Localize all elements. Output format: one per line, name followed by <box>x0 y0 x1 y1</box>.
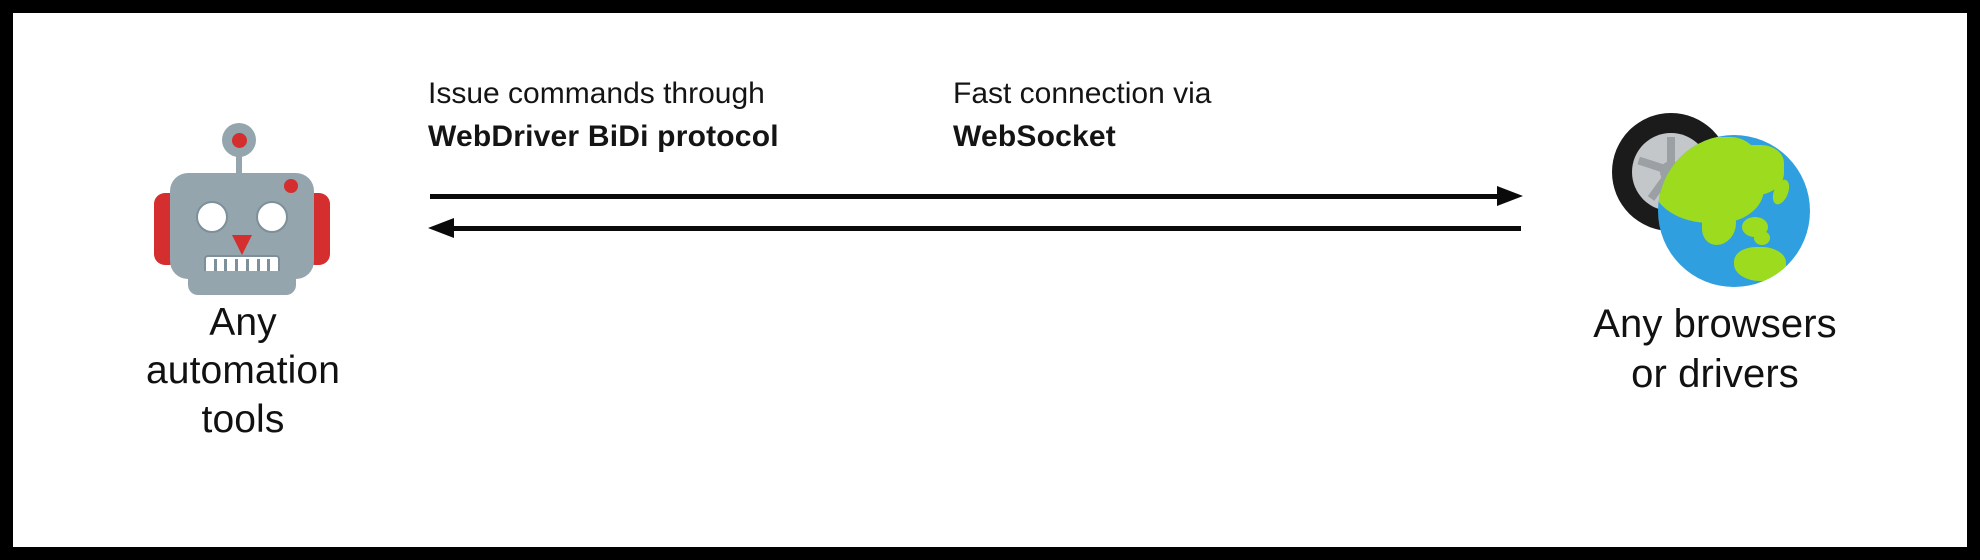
browser-globe-icon <box>1610 109 1820 287</box>
globe-landmass-asia-east <box>1720 145 1784 195</box>
arrow-left-to-right-icon <box>428 183 1523 209</box>
connector-connection-line-2: WebSocket <box>953 119 1116 153</box>
globe-sphere-icon <box>1658 135 1810 287</box>
robot-eye-right-icon <box>256 201 288 233</box>
right-node-label: Any browsers or drivers <box>1593 299 1837 400</box>
left-node-automation-tools: Any automation tools <box>73 123 413 444</box>
connector-area: Issue commands through WebDriver BiDi pr… <box>428 73 1523 303</box>
left-node-label-line-1: Any <box>209 301 277 344</box>
globe-landmass-sea-2 <box>1754 231 1770 245</box>
robot-antenna-light-icon <box>232 133 247 148</box>
robot-icon <box>148 123 338 295</box>
arrow-back-head <box>428 218 454 238</box>
globe-landmass-nz <box>1788 261 1801 273</box>
right-node-label-line-1: Any browsers <box>1593 302 1837 346</box>
left-node-label: Any automation tools <box>146 299 340 444</box>
arrow-forward-head <box>1497 186 1523 206</box>
connector-connection-line-1: Fast connection via <box>953 77 1212 110</box>
arrow-right-to-left-icon <box>428 215 1523 241</box>
connector-commands-line-2: WebDriver BiDi protocol <box>428 119 779 153</box>
connector-caption-connection: Fast connection via WebSocket <box>953 73 1211 158</box>
arrow-forward-shaft <box>430 194 1499 199</box>
robot-eye-left-icon <box>196 201 228 233</box>
connector-caption-commands: Issue commands through WebDriver BiDi pr… <box>428 73 779 158</box>
right-node-browsers-drivers: Any browsers or drivers <box>1515 109 1915 400</box>
left-node-label-line-3: tools <box>201 397 285 441</box>
robot-cheek-dot-icon <box>284 179 298 193</box>
robot-antenna-stem-icon <box>236 137 242 179</box>
right-node-label-line-2: or drivers <box>1631 352 1799 397</box>
robot-body-icon <box>188 271 296 295</box>
left-node-label-line-2: automation <box>146 349 340 393</box>
diagram-canvas: Any automation tools Issue commands thro… <box>13 13 1967 547</box>
connector-commands-line-1: Issue commands through <box>428 77 765 110</box>
globe-landmass-australia <box>1734 247 1786 281</box>
globe-landmass-india <box>1702 207 1736 245</box>
arrow-group <box>428 183 1523 263</box>
arrow-back-shaft <box>452 226 1521 231</box>
